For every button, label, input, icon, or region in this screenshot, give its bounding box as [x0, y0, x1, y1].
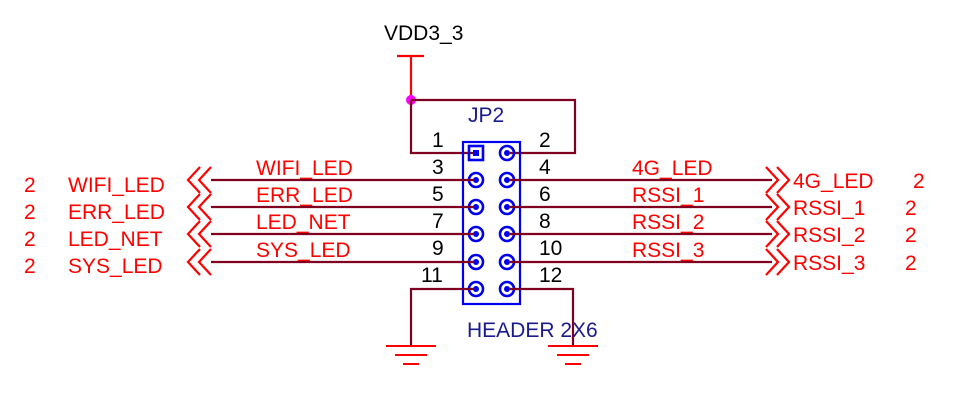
header-pin-1	[467, 144, 485, 162]
pin-number-7: 7	[432, 210, 444, 233]
right-sheet-num-4g-led: 2	[913, 170, 925, 193]
wire-pin12-gnd	[510, 287, 575, 346]
header-body	[461, 140, 522, 306]
left-port-err-led: ERR_LED	[68, 201, 165, 224]
right-port-rssi-1: RSSI_1	[793, 197, 865, 220]
pin-number-12: 12	[539, 264, 562, 287]
pin-number-2: 2	[539, 129, 551, 152]
right-sheet-num-rssi-3: 2	[905, 252, 917, 275]
right-connector-rssi-3	[765, 248, 791, 276]
pin-number-3: 3	[432, 156, 444, 179]
power-label: VDD3_3	[384, 22, 463, 45]
right-connector-rssi-1	[765, 193, 791, 221]
left-sheet-num-err-led: 2	[24, 201, 36, 224]
left-port-labels: 2 WIFI_LED 2 ERR_LED 2 LED_NET 2 SYS_LED	[24, 174, 165, 278]
left-connector-wifi-led	[186, 166, 212, 194]
right-port-4g-led: 4G_LED	[793, 170, 874, 193]
right-port-rssi-3: RSSI_3	[793, 252, 865, 275]
ref-designator: JP2	[468, 104, 504, 127]
part-name: HEADER 2X6	[467, 319, 598, 342]
right-offsheet-connectors	[765, 166, 791, 276]
pin-numbers: 1 2 3 4 5 6 7 8 9 10 11 12	[421, 129, 562, 287]
pin-number-11: 11	[421, 264, 443, 287]
left-wires	[211, 178, 474, 264]
net-label-rssi-3: RSSI_3	[632, 239, 704, 262]
left-connector-sys-led	[186, 248, 212, 276]
pin-number-1: 1	[432, 129, 444, 152]
right-net-labels: 4G_LED RSSI_1 RSSI_2 RSSI_3	[632, 157, 713, 262]
right-wires	[510, 178, 772, 264]
header-pin-2	[498, 144, 516, 162]
vdd-pin1-pin2-wire	[409, 98, 577, 155]
pin-number-10: 10	[539, 237, 562, 260]
right-port-labels: 4G_LED 2 RSSI_1 2 RSSI_2 2 RSSI_3 2	[793, 170, 925, 275]
left-sheet-num-wifi-led: 2	[24, 174, 36, 197]
pin-number-9: 9	[432, 237, 444, 260]
ground-symbol-right	[548, 345, 598, 365]
right-connector-4g-led	[765, 166, 791, 194]
net-label-4g-led: 4G_LED	[632, 157, 713, 180]
net-label-rssi-1: RSSI_1	[632, 184, 704, 207]
header-pins	[467, 144, 516, 298]
net-label-sys-led: SYS_LED	[256, 239, 351, 262]
ground-symbol-left	[386, 345, 436, 365]
pin-number-4: 4	[539, 156, 551, 179]
right-port-rssi-2: RSSI_2	[793, 224, 865, 247]
power-symbol-vdd: VDD3_3	[384, 22, 463, 100]
right-sheet-num-rssi-2: 2	[905, 224, 917, 247]
left-sheet-num-led-net: 2	[24, 228, 36, 251]
pin-number-6: 6	[539, 183, 551, 206]
wire-pin11-gnd	[409, 287, 474, 346]
right-sheet-num-rssi-1: 2	[905, 197, 917, 220]
ground-wires	[409, 287, 575, 346]
left-connector-err-led	[186, 193, 212, 221]
left-sheet-num-sys-led: 2	[24, 255, 36, 278]
left-net-labels: WIFI_LED ERR_LED LED_NET SYS_LED	[256, 157, 353, 262]
net-label-rssi-2: RSSI_2	[632, 211, 704, 234]
pin-number-5: 5	[432, 183, 444, 206]
right-connector-rssi-2	[765, 220, 791, 248]
left-connector-led-net	[186, 220, 212, 248]
left-port-led-net: LED_NET	[68, 228, 163, 251]
pin-number-8: 8	[539, 210, 551, 233]
net-label-wifi-led: WIFI_LED	[256, 157, 353, 180]
left-port-sys-led: SYS_LED	[68, 255, 163, 278]
net-label-led-net: LED_NET	[256, 211, 351, 234]
left-offsheet-connectors	[186, 166, 212, 276]
net-label-err-led: ERR_LED	[256, 184, 353, 207]
left-port-wifi-led: WIFI_LED	[68, 174, 165, 197]
